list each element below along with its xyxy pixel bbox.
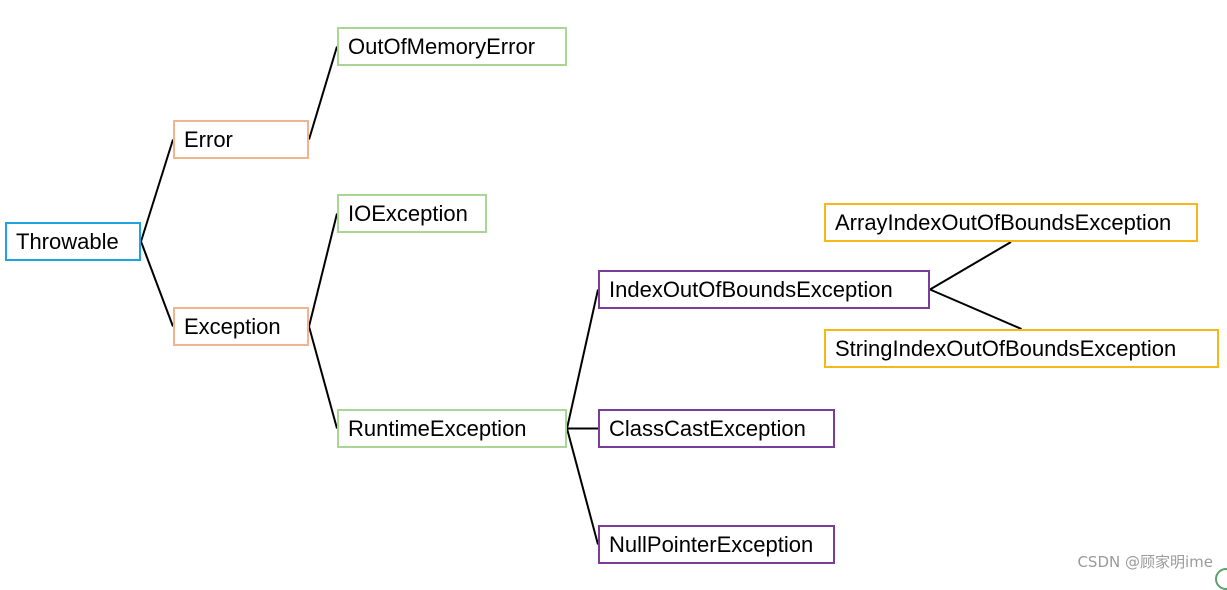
connector-exception-to-runtime_exception [308, 326, 338, 429]
node-array-index-out-of-bounds-exception[interactable]: ArrayIndexOutOfBoundsException [824, 203, 1198, 242]
connector-throwable-to-error [140, 139, 174, 242]
connector-index_out_of_bounds_exception-to-array_index_out_of_bounds_exception [929, 241, 1012, 291]
connector-throwable-to-exception [140, 241, 174, 327]
connector-exception-to-io_exception [308, 213, 338, 327]
node-exception[interactable]: Exception [173, 307, 309, 346]
node-null-pointer-exception[interactable]: NullPointerException [598, 525, 835, 564]
node-class-cast-exception[interactable]: ClassCastException [598, 409, 835, 448]
watermark: CSDN @顾家明ime [1077, 553, 1213, 571]
node-throwable[interactable]: Throwable [5, 222, 141, 261]
node-runtime-exception[interactable]: RuntimeException [337, 409, 567, 448]
node-string-index-out-of-bounds-exception[interactable]: StringIndexOutOfBoundsException [824, 329, 1219, 368]
node-error[interactable]: Error [173, 120, 309, 159]
node-io-exception[interactable]: IOException [337, 194, 487, 233]
connector-index_out_of_bounds_exception-to-string_index_out_of_bounds_exception [929, 288, 1022, 330]
connector-runtime_exception-to-null_pointer_exception [566, 428, 599, 545]
connector-runtime_exception-to-index_out_of_bounds_exception [566, 289, 599, 429]
node-index-out-of-bounds-exception[interactable]: IndexOutOfBoundsException [598, 270, 930, 309]
connector-error-to-out_of_memory_error [308, 46, 338, 140]
node-out-of-memory-error[interactable]: OutOfMemoryError [337, 27, 567, 66]
corner-circle-icon [1215, 568, 1227, 590]
